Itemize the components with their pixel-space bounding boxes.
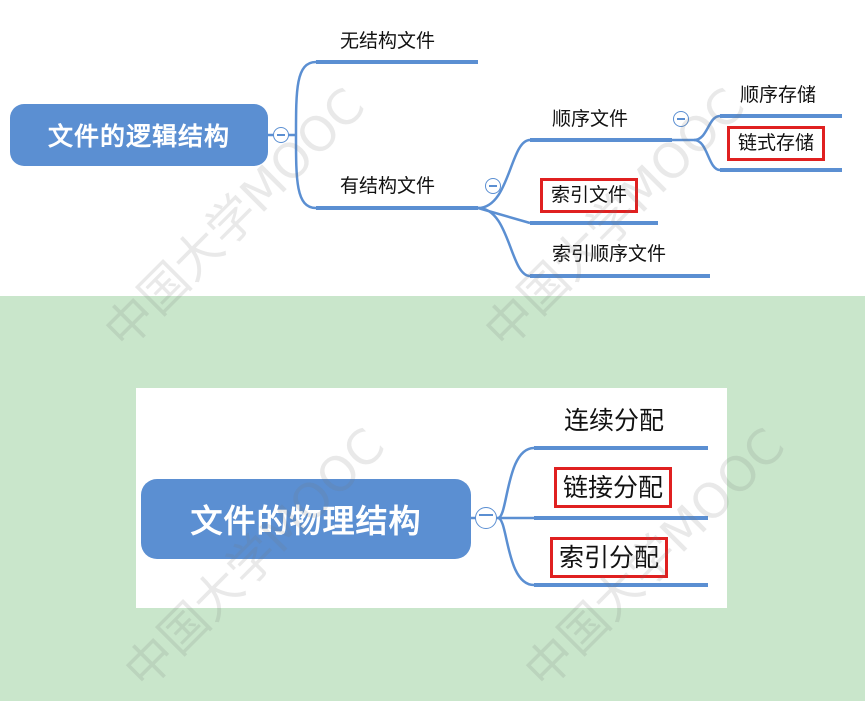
node-contiguous-allocation[interactable]: 连续分配: [564, 406, 665, 435]
node-linked-storage[interactable]: 链式存储: [727, 126, 826, 161]
collapse-toggle-root-icon[interactable]: [273, 127, 289, 143]
node-structured-file[interactable]: 有结构文件: [340, 175, 436, 197]
node-linked-allocation[interactable]: 链接分配: [554, 467, 673, 508]
root-node-physical-structure[interactable]: 文件的物理结构: [141, 479, 471, 559]
collapse-toggle-physical-root-icon[interactable]: [475, 507, 497, 529]
root-node-logical-structure[interactable]: 文件的逻辑结构: [10, 104, 268, 166]
logical-structure-connectors: [268, 60, 842, 278]
collapse-toggle-sequential-icon[interactable]: [673, 111, 689, 127]
logical-structure-panel: 文件的逻辑结构 无结构文件 有结构文件 顺序文件 索引文件 索引顺序文件 顺序存…: [0, 0, 865, 296]
node-sequential-storage[interactable]: 顺序存储: [740, 84, 817, 106]
node-sequential-file[interactable]: 顺序文件: [552, 108, 629, 130]
node-unstructured-file[interactable]: 无结构文件: [340, 30, 436, 52]
physical-structure-panel: 文件的物理结构 连续分配 链接分配 索引分配: [136, 388, 727, 608]
node-indexed-allocation[interactable]: 索引分配: [550, 537, 669, 578]
node-indexed-sequential-file[interactable]: 索引顺序文件: [552, 243, 667, 265]
collapse-toggle-structured-icon[interactable]: [485, 178, 501, 194]
node-indexed-file[interactable]: 索引文件: [540, 178, 639, 213]
